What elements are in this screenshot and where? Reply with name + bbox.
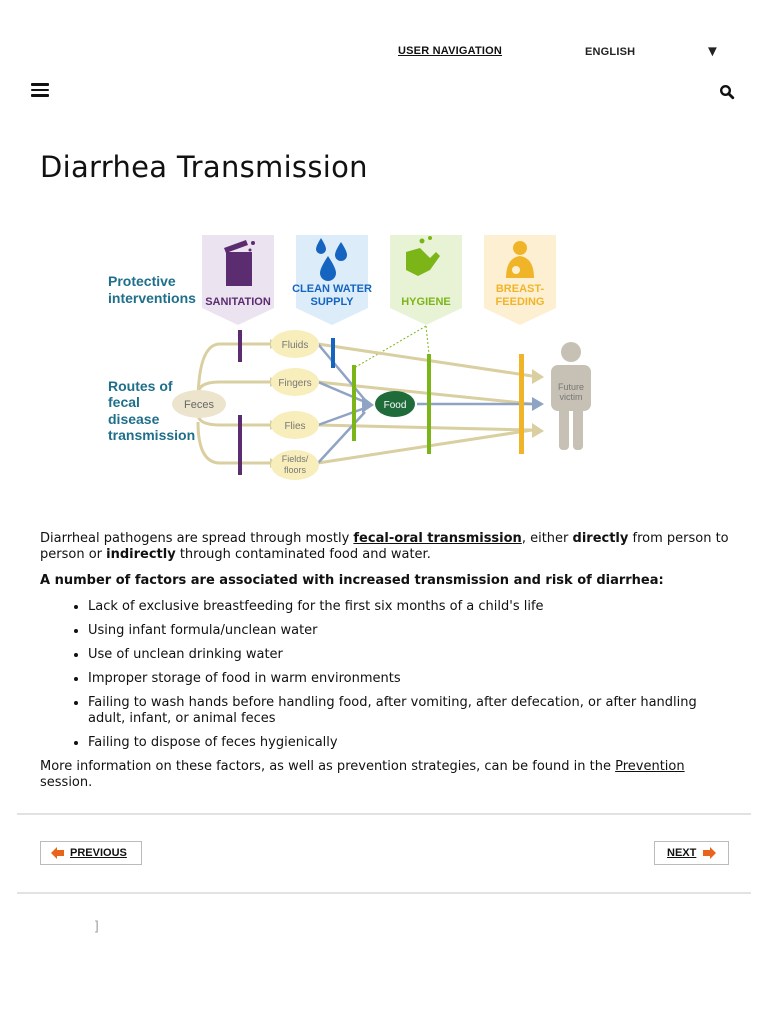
next-label: NEXT [667, 847, 697, 859]
previous-label: PREVIOUS [70, 847, 127, 859]
sanitation-barrier-bottom [238, 415, 242, 475]
route-floors-label: floors [284, 465, 307, 475]
divider [17, 813, 751, 815]
clean-water-label-line1: CLEAN WATER [292, 283, 372, 295]
list-item: Failing to dispose of feces hygienically [88, 735, 730, 751]
person-icon [551, 342, 591, 450]
factors-list: Lack of exclusive breastfeeding for the … [40, 599, 730, 751]
route-fields-floors [271, 450, 319, 480]
more-info-text-2: session. [40, 775, 93, 790]
mother-baby-icon [513, 241, 527, 255]
page-title: Diarrhea Transmission [40, 150, 368, 184]
list-item: Lack of exclusive breastfeeding for the … [88, 599, 730, 615]
prevention-link[interactable]: Prevention [615, 759, 685, 774]
top-navigation: USER NAVIGATION ENGLISH ▼ [0, 43, 768, 65]
trash-can-icon [226, 252, 252, 286]
hand-washing-icon [406, 248, 440, 276]
list-item: Improper storage of food in warm environ… [88, 671, 730, 687]
fecal-oral-link[interactable]: fecal-oral transmission [353, 531, 522, 546]
intro-text-2: , either [521, 531, 573, 546]
protective-label-line1: Protective [108, 273, 176, 289]
feces-node [172, 390, 226, 418]
previous-button[interactable]: PREVIOUS [40, 841, 142, 865]
language-selector[interactable]: ENGLISH [585, 46, 636, 58]
hamburger-menu-icon[interactable] [31, 83, 49, 97]
list-item: Use of unclean drinking water [88, 647, 730, 663]
clean-water-label-line2: SUPPLY [310, 296, 354, 308]
water-barrier [331, 338, 335, 368]
sanitation-label: SANITATION [205, 296, 271, 308]
routes-label-line2: fecal [108, 394, 140, 410]
route-fields-label: Fields/ [282, 454, 309, 464]
route-flies-label: Flies [284, 421, 305, 432]
article-body: Diarrheal pathogens are spread through m… [40, 531, 730, 801]
route-flies [271, 411, 319, 439]
hygiene-label: HYGIENE [401, 296, 451, 308]
more-info-paragraph: More information on these factors, as we… [40, 759, 730, 791]
food-label: Food [384, 400, 407, 411]
breastfeeding-label-line1: BREAST- [496, 283, 545, 295]
directly-bold: directly [572, 531, 629, 546]
list-item: Using infant formula/unclean water [88, 623, 730, 639]
routes-label-line4: transmission [108, 427, 195, 443]
intervention-sanitation: SANITATION [202, 235, 274, 325]
route-fluids-label: Fluids [282, 340, 309, 351]
victim-label-line2: victim [560, 392, 583, 402]
transmission-diagram: Protective interventions Routes of fecal… [100, 230, 610, 485]
routes-label-line1: Routes of [108, 378, 173, 394]
intro-text-1: Diarrheal pathogens are spread through m… [40, 531, 354, 546]
routes-label-line3: disease [108, 411, 160, 427]
footer-bracket: ] [95, 918, 99, 933]
intervention-breastfeeding: BREAST- FEEDING [484, 235, 556, 325]
intervention-hygiene: HYGIENE [390, 235, 462, 325]
route-fluids [271, 330, 319, 358]
feces-label: Feces [184, 399, 214, 411]
sanitation-barrier-top [238, 330, 242, 362]
factors-heading: A number of factors are associated with … [40, 573, 664, 588]
intro-text-4: through contaminated food and water. [175, 547, 431, 562]
hygiene-barrier-1 [352, 365, 356, 441]
indirectly-bold: indirectly [106, 547, 176, 562]
arrow-right-icon [703, 847, 717, 859]
search-icon[interactable] [719, 84, 735, 100]
water-drop-icon [316, 238, 326, 254]
intervention-clean-water: CLEAN WATER SUPPLY [292, 235, 372, 325]
list-item: Failing to wash hands before handling fo… [88, 695, 730, 727]
next-button[interactable]: NEXT [654, 841, 729, 865]
intro-paragraph: Diarrheal pathogens are spread through m… [40, 531, 730, 563]
more-info-text-1: More information on these factors, as we… [40, 759, 616, 774]
user-navigation-link[interactable]: USER NAVIGATION [398, 45, 503, 57]
intro-text-3: from person to person or [40, 531, 729, 562]
route-fingers [271, 368, 319, 396]
victim-label-line1: Future [558, 382, 584, 392]
divider [17, 892, 751, 894]
hygiene-barrier-2 [427, 354, 431, 454]
food-node [375, 391, 415, 417]
protective-label-line2: interventions [108, 290, 196, 306]
route-fingers-label: Fingers [278, 378, 311, 389]
breastfeeding-label-line2: FEEDING [496, 296, 545, 308]
arrow-left-icon [51, 847, 64, 859]
breastfeeding-barrier [519, 354, 524, 454]
chevron-down-icon[interactable]: ▼ [705, 43, 720, 60]
